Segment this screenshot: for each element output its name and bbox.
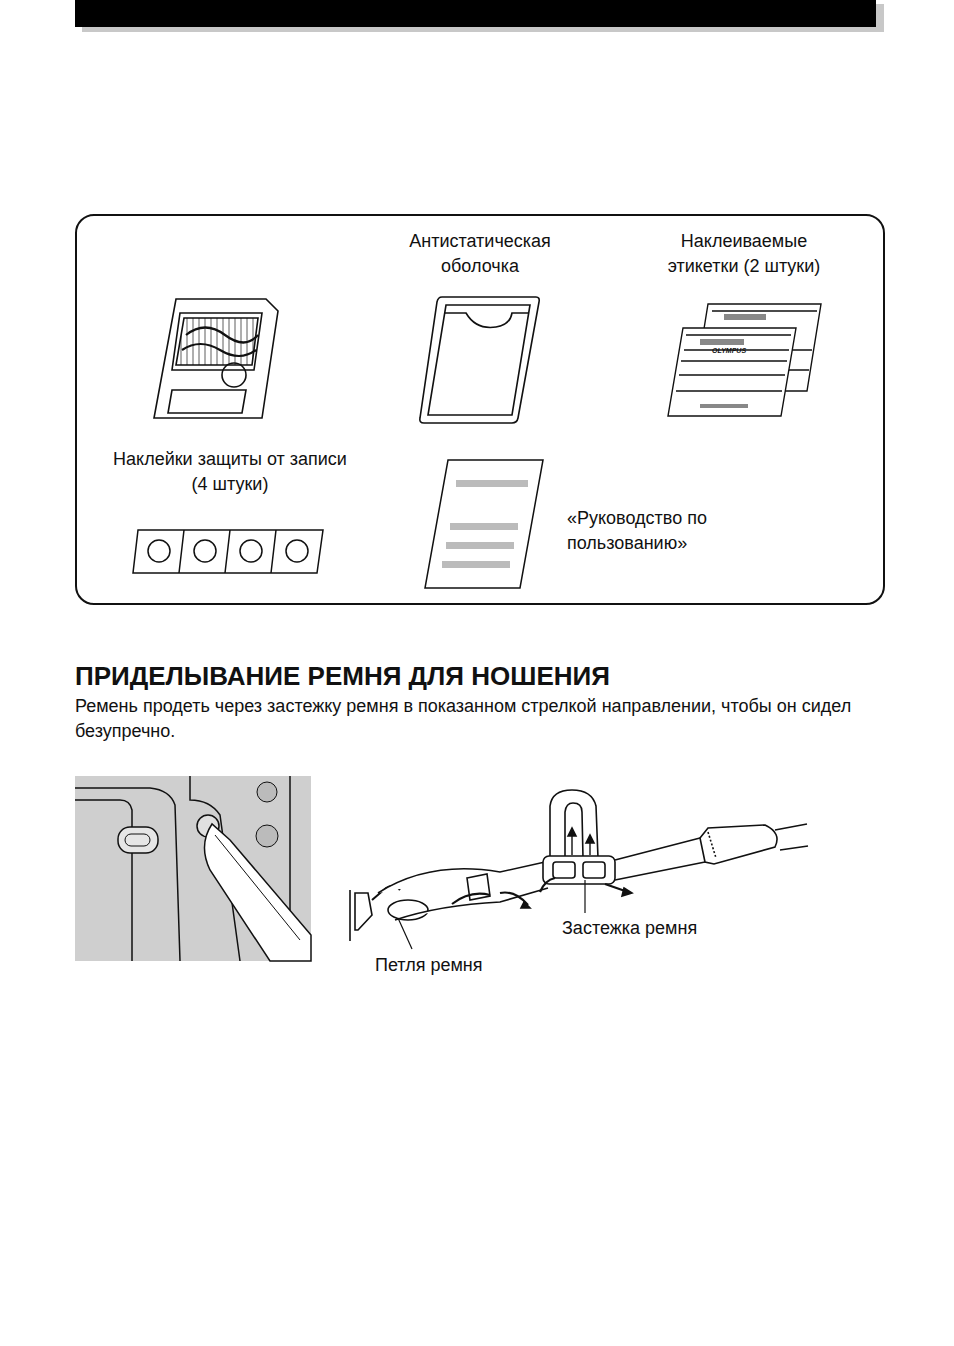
item-label: Наклеиваемые этикетки (2 штуки)	[644, 229, 844, 279]
item-label: Антистатическая оболочка	[380, 229, 580, 279]
write-protect-stickers	[133, 530, 323, 573]
camera-strap-lug	[75, 776, 311, 961]
item-label: «Руководство по пользованию»	[567, 506, 767, 556]
leader-line	[398, 918, 412, 949]
strap-assembly	[350, 790, 808, 941]
brand-mark: OLYMPUS	[712, 347, 772, 355]
contents-frame	[76, 215, 884, 604]
item-label: Наклейки защиты от записи (4 штуки)	[110, 447, 350, 497]
header-bar	[75, 0, 876, 27]
section-title: ПРИДЕЛЫВАНИЕ РЕМНЯ ДЛЯ НОШЕНИЯ	[75, 661, 610, 691]
antistatic-case	[420, 297, 539, 423]
instruction-text: Ремень продеть через застежку ремня в по…	[75, 694, 875, 744]
manual-leaflet	[425, 460, 543, 588]
smartmedia-card	[154, 299, 278, 418]
part-label: Петля ремня	[375, 953, 575, 978]
part-label: Застежка ремня	[562, 916, 762, 941]
leader-line	[584, 880, 585, 913]
label-sheets	[668, 304, 821, 416]
